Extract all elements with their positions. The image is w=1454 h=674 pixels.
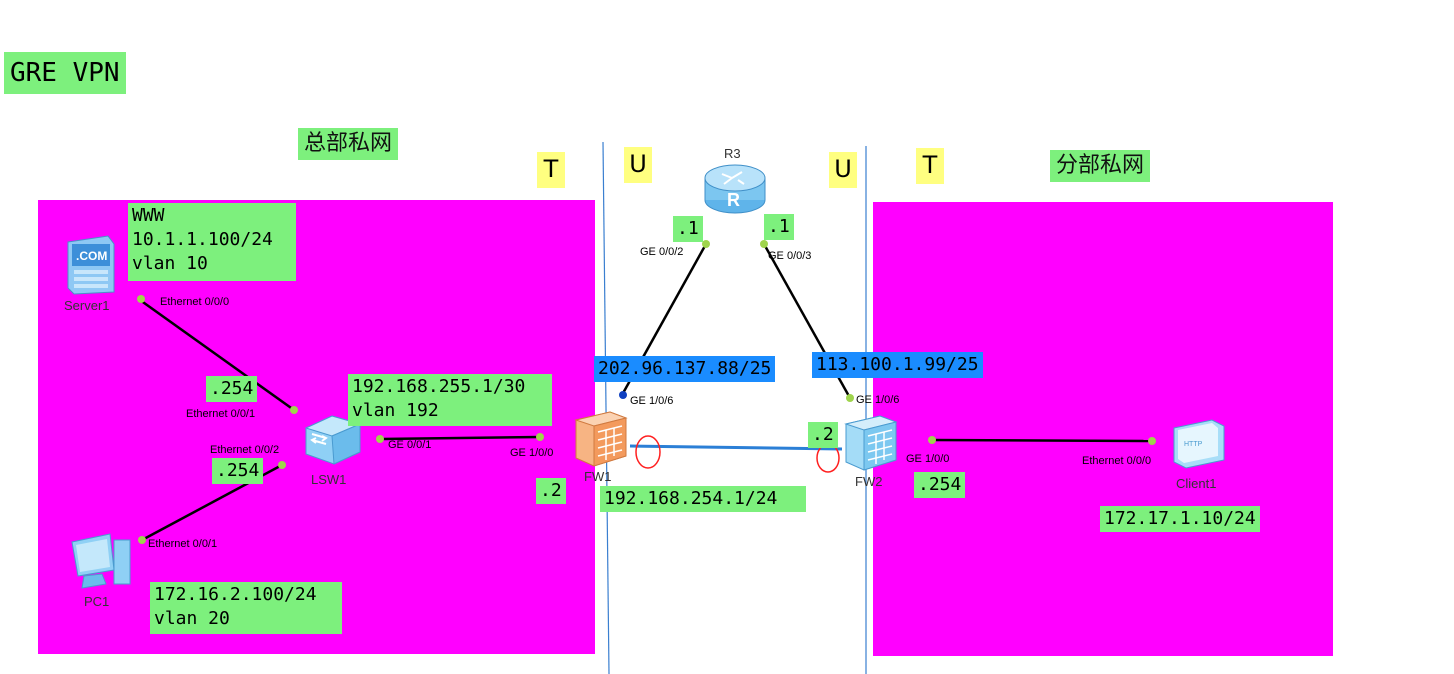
tunnel-endpoint-fw1 [635, 435, 661, 469]
fw1-inside-ip-label: .2 [536, 478, 566, 504]
port-server1-eth: Ethernet 0/0/0 [160, 296, 230, 308]
untrust-tag-left: U [624, 147, 652, 183]
port-lsw1-ge: GE 0/0/1 [388, 439, 432, 451]
port-fw2-ge106: GE 1/0/6 [856, 394, 900, 406]
branch-zone-label: 分部私网 [1050, 150, 1151, 182]
lsw1-vlanif-label: 192.168.255.1/30 vlan 192 [348, 374, 552, 426]
trust-tag-right: T [916, 148, 944, 184]
port-r3-ge2: GE 0/0/2 [640, 246, 684, 258]
switch-icon[interactable] [302, 412, 362, 466]
r3-left-ip-label: .1 [673, 216, 703, 242]
fw2-tunnel-ip-label: .2 [808, 422, 838, 448]
svg-text:R: R [727, 190, 740, 210]
tunnel-network-label: 192.168.254.1/24 [600, 486, 806, 512]
fw2-inside-ip-label: .254 [914, 472, 966, 498]
lsw1-name: LSW1 [311, 472, 347, 487]
fw1-name: FW1 [584, 469, 612, 484]
port-lsw1-eth2: Ethernet 0/0/2 [210, 444, 280, 456]
hq-zone-label: 总部私网 [298, 128, 399, 160]
firewall-icon[interactable] [840, 412, 900, 472]
trust-tag-left: T [537, 152, 565, 188]
firewall-icon[interactable] [570, 408, 630, 468]
port-fw1-ge100: GE 1/0/0 [510, 447, 554, 459]
port-fw1-ge106: GE 1/0/6 [630, 395, 674, 407]
svg-text:HTTP: HTTP [1184, 441, 1203, 448]
link-lsw1-fw1 [379, 435, 541, 441]
fw2-public-ip-label: 113.100.1.99/25 [812, 352, 983, 378]
server1-info-label: WWW 10.1.1.100/24 vlan 10 [128, 203, 296, 281]
lsw1-ip-bottom-label: .254 [212, 458, 264, 484]
lsw1-ip-top-label: .254 [206, 376, 258, 402]
branch-private-zone [873, 202, 1333, 656]
untrust-tag-right: U [829, 152, 857, 188]
diagram-title: GRE VPN [4, 52, 126, 94]
router-icon[interactable]: R [702, 160, 768, 216]
port-fw2-ge100: GE 1/0/0 [906, 453, 950, 465]
port-lsw1-eth1: Ethernet 0/0/1 [186, 408, 256, 420]
pc-icon[interactable] [62, 530, 136, 596]
fw1-public-ip-label: 202.96.137.88/25 [594, 356, 776, 382]
port-r3-ge3: GE 0/0/3 [768, 250, 812, 262]
link-fw2-client1 [931, 438, 1153, 443]
r3-right-ip-label: .1 [764, 214, 794, 240]
pc1-name: PC1 [84, 594, 110, 609]
pc1-info-label: 172.16.2.100/24 vlan 20 [150, 582, 342, 634]
client1-ip-label: 172.17.1.10/24 [1100, 506, 1260, 532]
link-server1-lsw1 [139, 298, 295, 412]
svg-text:.COM: .COM [76, 249, 107, 263]
zone-divider-left [602, 141, 610, 674]
gre-tunnel-link [629, 444, 843, 451]
r3-name: R3 [724, 146, 741, 161]
port-pc1-eth: Ethernet 0/0/1 [148, 538, 218, 550]
port-client1-eth: Ethernet 0/0/0 [1082, 455, 1152, 467]
fw2-name: FW2 [855, 474, 883, 489]
server1-name: Server1 [64, 298, 110, 313]
client1-name: Client1 [1176, 476, 1217, 491]
client-icon[interactable]: HTTP [1168, 414, 1228, 470]
server-icon[interactable]: .COM [62, 232, 118, 296]
